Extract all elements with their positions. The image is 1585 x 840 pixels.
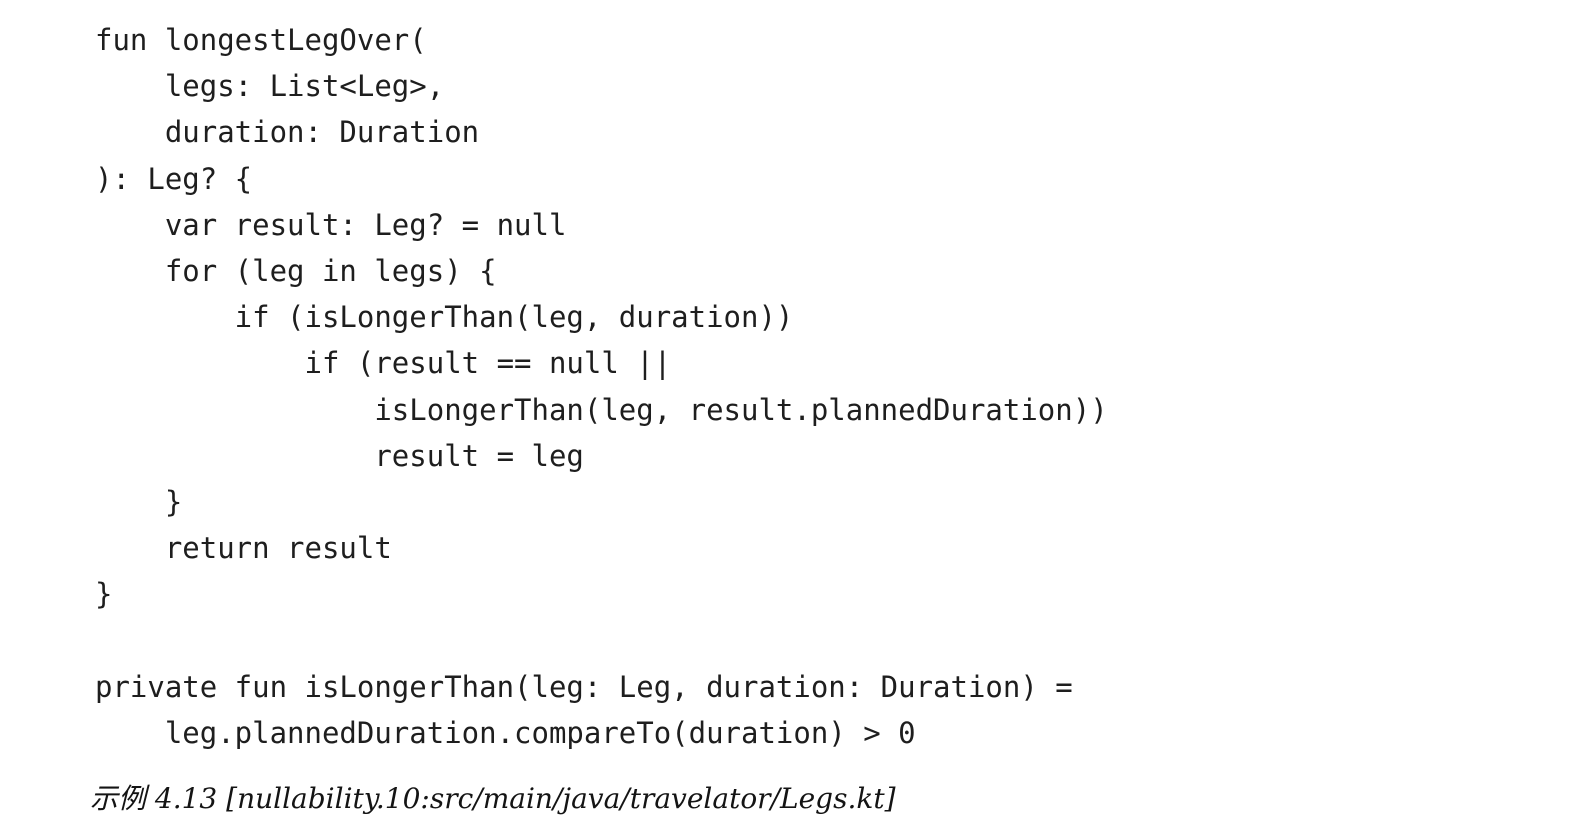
- code-line: if (isLongerThan(leg, duration)): [95, 300, 794, 335]
- code-line: }: [95, 577, 113, 612]
- code-line: result = leg: [95, 438, 584, 473]
- code-line: if (result == null ||: [95, 346, 672, 381]
- code-line: var result: Leg? = null: [95, 207, 567, 242]
- code-line: fun longestLegOver(: [95, 23, 427, 57]
- code-line: private fun isLongerThan(leg: Leg, durat…: [95, 669, 1073, 704]
- code-line: for (leg in legs) {: [95, 254, 497, 289]
- listing-caption: 示例 4.13 [nullability.10:src/main/java/tr…: [90, 776, 896, 822]
- code-line: [95, 618, 1108, 664]
- code-line: legs: List<Leg>,: [95, 69, 445, 104]
- code-line: duration: Duration: [95, 115, 480, 150]
- code-line: ): Leg? {: [95, 161, 253, 196]
- code-line: leg.plannedDuration.compareTo(duration) …: [95, 716, 916, 751]
- code-line: }: [95, 485, 183, 520]
- code-line: return result: [95, 531, 392, 566]
- code-line: isLongerThan(leg, result.plannedDuration…: [95, 392, 1108, 427]
- caption-reference: [nullability.10:src/main/java/travelator…: [226, 782, 896, 815]
- caption-label: 示例 4.13: [90, 782, 218, 815]
- code-listing: fun longestLegOver( legs: List<Leg>, dur…: [95, 17, 1108, 756]
